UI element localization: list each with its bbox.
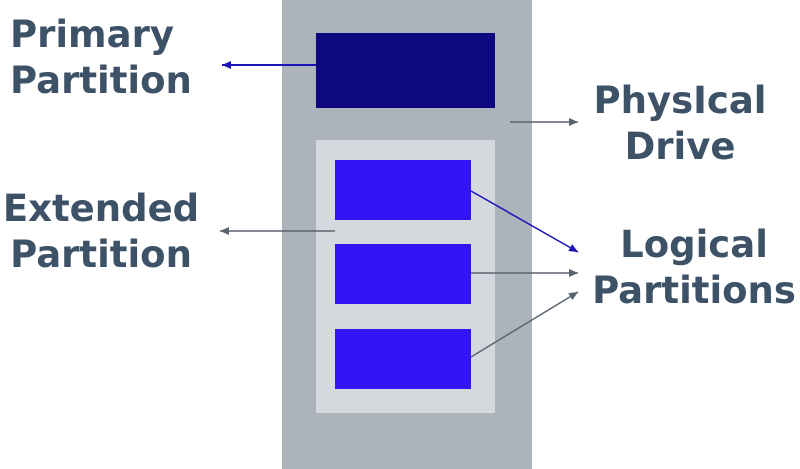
- physical-drive-label-line2: Drive: [624, 125, 736, 168]
- arrow-logical-3: [470, 291, 579, 358]
- physical-drive-label: PhysIcal Drive: [585, 78, 775, 170]
- physical-drive-label-line1: PhysIcal: [593, 79, 767, 122]
- primary-partition-label-line1: Primary: [10, 13, 174, 56]
- extended-partition-label-line1: Extended: [2, 187, 200, 230]
- primary-partition-label: Primary Partition: [10, 12, 192, 104]
- primary-partition-label-line2: Partition: [10, 59, 192, 102]
- logical-partition-block-3: [335, 329, 471, 389]
- logical-partitions-label-line2: Partitions: [592, 269, 796, 312]
- extended-partition-label: Extended Partition: [0, 186, 202, 278]
- logical-partition-block-1: [335, 160, 471, 220]
- logical-partitions-label: Logical Partitions: [588, 222, 800, 314]
- primary-partition-block: [316, 33, 495, 108]
- extended-partition-label-line2: Partition: [10, 233, 192, 276]
- logical-partition-block-2: [335, 244, 471, 304]
- logical-partitions-label-line1: Logical: [620, 223, 768, 266]
- arrow-logical-1: [470, 190, 579, 253]
